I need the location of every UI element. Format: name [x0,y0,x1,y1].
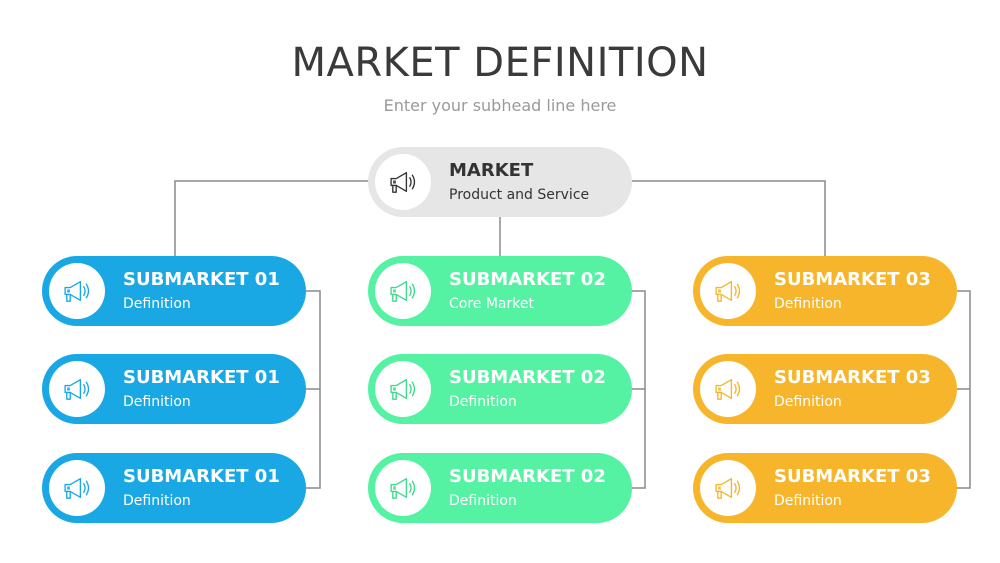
connector-market-left [174,180,370,256]
connector-col1-bracket [306,290,321,489]
submarket-title: SUBMARKET 02 [449,466,606,487]
submarket-title: SUBMARKET 01 [123,367,280,388]
connector-col2-bracket [632,290,646,489]
submarket-definition: Definition [123,493,191,509]
submarket-icon-circle [49,460,105,516]
megaphone-icon [64,477,90,499]
connector-col3-bracket [957,290,971,489]
submarket-node: SUBMARKET 02 Definition [368,453,632,523]
megaphone-icon [715,378,741,400]
page-title: MARKET DEFINITION [291,40,709,86]
submarket-icon-circle [700,263,756,319]
submarket-definition: Definition [774,493,842,509]
submarket-definition: Definition [123,394,191,410]
submarket-icon-circle [700,460,756,516]
megaphone-icon [390,171,416,193]
submarket-node: SUBMARKET 01 Definition [42,256,306,326]
megaphone-icon [715,280,741,302]
submarket-definition: Definition [774,394,842,410]
submarket-title: SUBMARKET 03 [774,367,931,388]
submarket-icon-circle [375,263,431,319]
submarket-title: SUBMARKET 01 [123,466,280,487]
megaphone-icon [715,477,741,499]
page-subtitle: Enter your subhead line here [383,96,617,115]
submarket-title: SUBMARKET 01 [123,269,280,290]
submarket-node: SUBMARKET 01 Definition [42,453,306,523]
megaphone-icon [390,280,416,302]
submarket-title: SUBMARKET 03 [774,269,931,290]
market-subtitle: Product and Service [449,187,590,203]
connector-market-right [632,180,826,256]
submarket-icon-circle [375,460,431,516]
submarket-definition: Definition [123,296,191,312]
megaphone-icon [64,280,90,302]
submarket-node: SUBMARKET 03 Definition [693,453,957,523]
submarket-definition: Core Market [449,296,534,312]
submarket-icon-circle [49,361,105,417]
submarket-icon-circle [49,263,105,319]
submarket-title: SUBMARKET 03 [774,466,931,487]
submarket-node: SUBMARKET 03 Definition [693,256,957,326]
market-icon-circle [375,154,431,210]
submarket-node: SUBMARKET 03 Definition [693,354,957,424]
submarket-node: SUBMARKET 02 Definition [368,354,632,424]
submarket-title: SUBMARKET 02 [449,367,606,388]
submarket-node: SUBMARKET 02 Core Market [368,256,632,326]
megaphone-icon [64,378,90,400]
submarket-icon-circle [700,361,756,417]
submarket-title: SUBMARKET 02 [449,269,606,290]
submarket-node: SUBMARKET 01 Definition [42,354,306,424]
market-title: MARKET [449,160,534,181]
market-node: MARKET Product and Service [368,147,632,217]
submarket-definition: Definition [449,493,517,509]
submarket-icon-circle [375,361,431,417]
submarket-definition: Definition [449,394,517,410]
megaphone-icon [390,477,416,499]
submarket-definition: Definition [774,296,842,312]
megaphone-icon [390,378,416,400]
